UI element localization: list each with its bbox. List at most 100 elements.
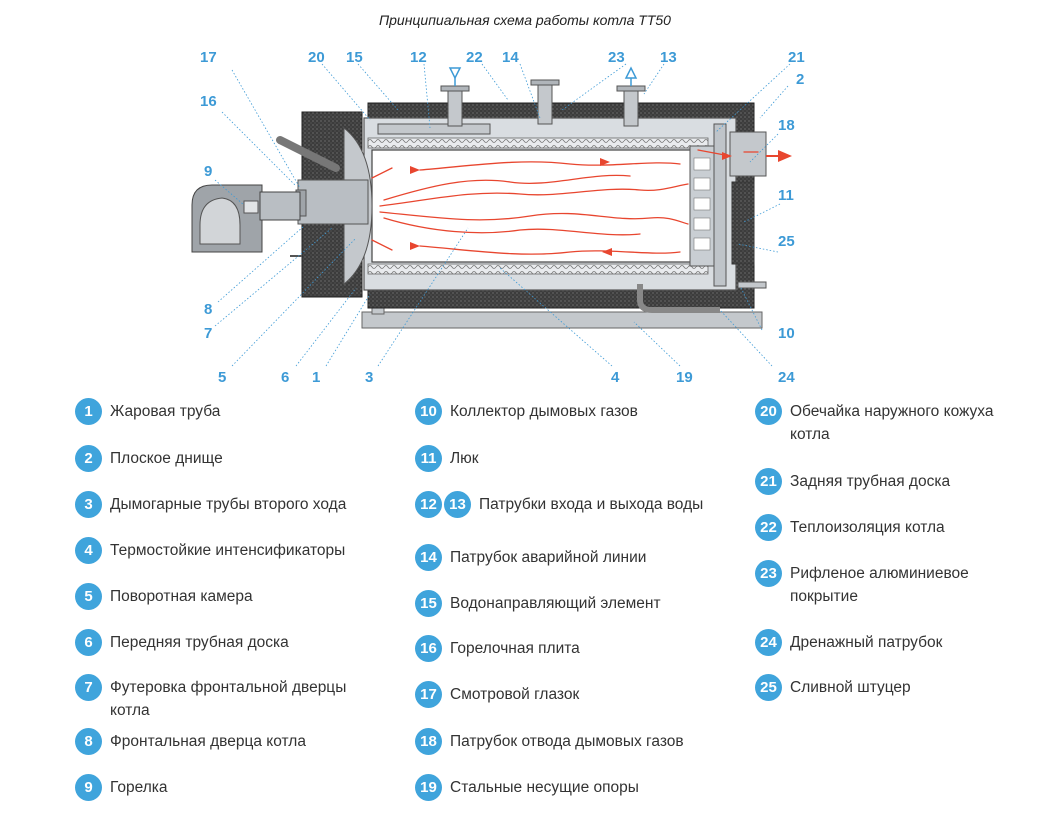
legend-item: 20 Обечайка наружного кожуха котла — [755, 398, 1030, 446]
legend-number-badge: 11 — [415, 445, 442, 472]
smoke-tubes-bottom — [367, 263, 709, 275]
legend-label: Патрубок отвода дымовых газов — [450, 733, 684, 750]
callout-22: 22 — [466, 49, 483, 66]
callout-5: 5 — [218, 369, 226, 386]
legend-item: 11 Люк — [415, 445, 479, 472]
callout-4: 4 — [611, 369, 620, 386]
callout-9: 9 — [204, 163, 212, 180]
legend-item: 17 Смотровой глазок — [415, 681, 580, 708]
callout-11: 11 — [778, 187, 794, 204]
legend-item: 1 Жаровая труба — [75, 398, 221, 425]
callout-23: 23 — [608, 49, 625, 66]
legend-number-badge: 5 — [75, 583, 102, 610]
callout-21: 21 — [788, 49, 805, 66]
legend-number-badge: 20 — [755, 398, 782, 425]
legend-number-badge: 21 — [755, 468, 782, 495]
legend-number-badge: 17 — [415, 681, 442, 708]
legend-number-badge: 13 — [444, 491, 471, 518]
legend-number-badge: 1 — [75, 398, 102, 425]
legend-number-badge: 25 — [755, 674, 782, 701]
legend-label: Водонаправляющий элемент — [450, 595, 661, 612]
legend-number-badge: 8 — [75, 728, 102, 755]
legend-number-badge: 4 — [75, 537, 102, 564]
legend-number-badge: 7 — [75, 674, 102, 701]
legend-label: Дренажный патрубок — [790, 634, 943, 651]
callout-14: 14 — [502, 49, 519, 66]
legend-number-badge: 12 — [415, 491, 442, 518]
legend-item: 14 Патрубок аварийной линии — [415, 544, 647, 571]
legend-item: 15 Водонаправляющий элемент — [415, 590, 661, 617]
top-nozzles — [440, 66, 646, 127]
rear-tube-slots — [693, 157, 711, 251]
legend-number-badge: 3 — [75, 491, 102, 518]
flame-flow — [371, 149, 759, 255]
callout-7: 7 — [204, 325, 212, 342]
legend-item: 19 Стальные несущие опоры — [415, 774, 639, 801]
flow-arrows — [410, 152, 732, 256]
drain-fitting — [637, 281, 767, 313]
callout-12: 12 — [410, 49, 427, 66]
legend-label: Люк — [450, 450, 479, 467]
callout-15: 15 — [346, 49, 363, 66]
callout-3: 3 — [365, 369, 373, 386]
callout-numbers: 17 16 9 8 7 5 6 1 3 4 19 24 10 25 11 18 … — [200, 49, 805, 386]
legend-number-badge: 9 — [75, 774, 102, 801]
callout-18: 18 — [778, 117, 795, 134]
water-guide — [377, 123, 491, 135]
legend-label: Смотровой глазок — [450, 686, 580, 703]
fire-tube — [371, 149, 693, 263]
legend-item: 25 Сливной штуцер — [755, 674, 911, 701]
callout-24: 24 — [778, 369, 795, 386]
legend-number-badge: 14 — [415, 544, 442, 571]
legend-number-badge: 2 — [75, 445, 102, 472]
legend-label: Обечайка наружного кожуха котла — [790, 403, 994, 443]
legend-label: Патрубки входа и выхода воды — [479, 496, 704, 513]
callout-13: 13 — [660, 49, 677, 66]
legend-item: 24 Дренажный патрубок — [755, 629, 943, 656]
callout-16: 16 — [200, 93, 217, 110]
legend-label: Стальные несущие опоры — [450, 779, 639, 796]
legend-label: Задняя трубная доска — [790, 473, 951, 490]
legend-number-badge: 18 — [415, 728, 442, 755]
callout-8: 8 — [204, 301, 212, 318]
callout-2: 2 — [796, 71, 804, 88]
callout-17: 17 — [200, 49, 217, 66]
boiler-diagram: 17 16 9 8 7 5 6 1 3 4 19 24 10 25 11 18 … — [191, 49, 805, 386]
legend-item: 16 Горелочная плита — [415, 635, 580, 662]
legend-label: Коллектор дымовых газов — [450, 403, 638, 420]
callout-25: 25 — [778, 233, 795, 250]
callout-19: 19 — [676, 369, 693, 386]
rear-tube-plate — [713, 123, 727, 287]
legend-number-badge: 23 — [755, 560, 782, 587]
legend-label: Сливной штуцер — [790, 679, 911, 696]
smoke-tubes-top — [367, 137, 709, 149]
legend-number-badge: 19 — [415, 774, 442, 801]
legend-number-badge: 15 — [415, 590, 442, 617]
leader-lines — [214, 63, 791, 367]
front-door — [295, 126, 373, 286]
callout-1: 1 — [312, 369, 320, 386]
legend-number-badge: 10 — [415, 398, 442, 425]
legend-label: Горелочная плита — [450, 640, 580, 657]
legend-item: 4 Термостойкие интенсификаторы — [75, 537, 346, 564]
legend-label: Поворотная камера — [110, 588, 253, 605]
legend-label: Жаровая труба — [110, 403, 221, 420]
legend-item: 10 Коллектор дымовых газов — [415, 398, 638, 425]
callout-10: 10 — [778, 325, 795, 342]
legend-number-badge: 22 — [755, 514, 782, 541]
callout-20: 20 — [308, 49, 325, 66]
legend-label: Патрубок аварийной линии — [450, 549, 647, 566]
legend-label: Фронтальная дверца котла — [110, 733, 306, 750]
legend-number-badge: 24 — [755, 629, 782, 656]
legend-label: Термостойкие интенсификаторы — [110, 542, 346, 559]
burner — [191, 184, 301, 253]
legend-number-badge: 16 — [415, 635, 442, 662]
legend-label: Передняя трубная доска — [110, 634, 289, 651]
smoke-collector — [729, 131, 792, 265]
legend-label: Футеровка фронтальной дверцы котла — [110, 679, 347, 719]
